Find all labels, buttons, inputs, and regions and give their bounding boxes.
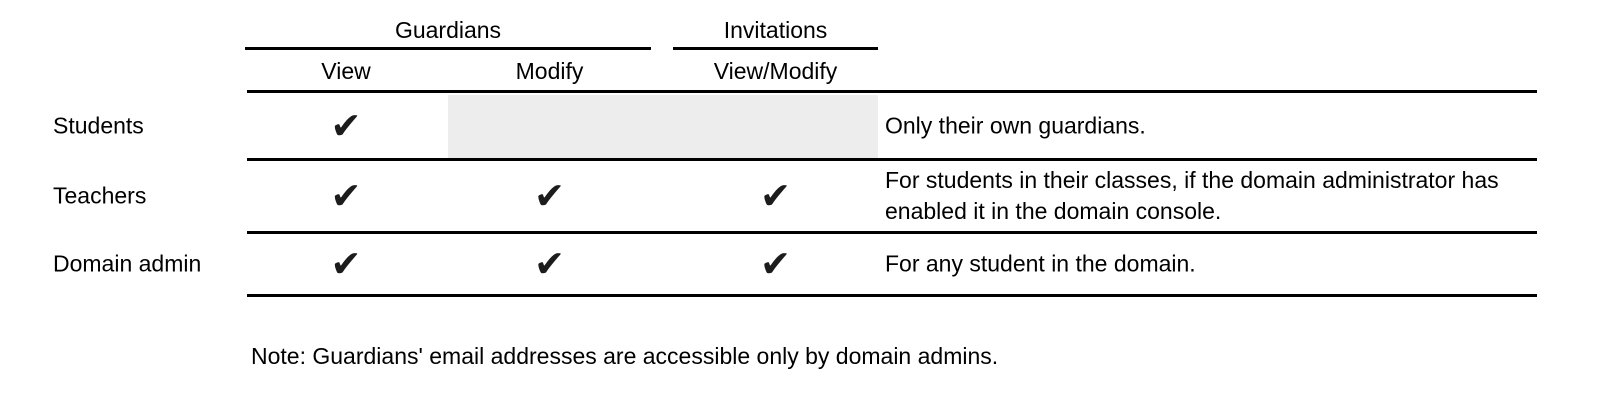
row-label: Teachers [53,182,147,209]
table-bottom-rule [247,294,1537,297]
column-header-view: View [321,58,371,84]
check-icon: ✔ [533,174,565,218]
column-header-modify: Modify [515,58,584,84]
cell-teachers-modify: ✔ [448,178,651,215]
cell-students-modify [448,118,651,134]
disabled-cells-shading [448,95,878,158]
cell-admin-view: ✔ [246,246,446,283]
row-label: Students [53,112,144,139]
table-row-teachers: Teachers ✔ ✔ ✔ For students in their cla… [0,161,1600,231]
cell-students-view: ✔ [246,108,446,145]
check-icon: ✔ [330,104,362,148]
row-note: For any student in the domain. [885,250,1196,277]
group-header-invitations: Invitations [723,17,828,43]
row-separator-rule [247,158,1537,161]
cell-admin-modify: ✔ [448,246,651,283]
row-note: Only their own guardians. [885,112,1146,139]
row-label: Domain admin [53,250,202,277]
cell-teachers-view: ✔ [246,178,446,215]
row-note: For students in their classes, if the do… [885,167,1499,224]
column-header-view-modify: View/Modify [713,58,838,84]
check-icon: ✔ [330,242,362,286]
table-row-domain-admin: Domain admin ✔ ✔ ✔ For any student in th… [0,234,1600,294]
check-icon: ✔ [759,242,791,286]
footnote: Note: Guardians' email addresses are acc… [251,343,999,369]
cell-teachers-view-modify: ✔ [673,178,878,215]
row-separator-rule [247,231,1537,234]
check-icon: ✔ [330,174,362,218]
header-separator-rule [247,90,1537,93]
group-header-guardians: Guardians [394,17,502,43]
cell-admin-view-modify: ✔ [673,246,878,283]
invitations-underline-rule [673,47,878,50]
cell-students-view-modify [673,118,878,134]
check-icon: ✔ [533,242,565,286]
check-icon: ✔ [759,174,791,218]
table-row-students: Students ✔ Only their own guardians. [0,94,1600,158]
guardians-underline-rule [245,47,651,50]
